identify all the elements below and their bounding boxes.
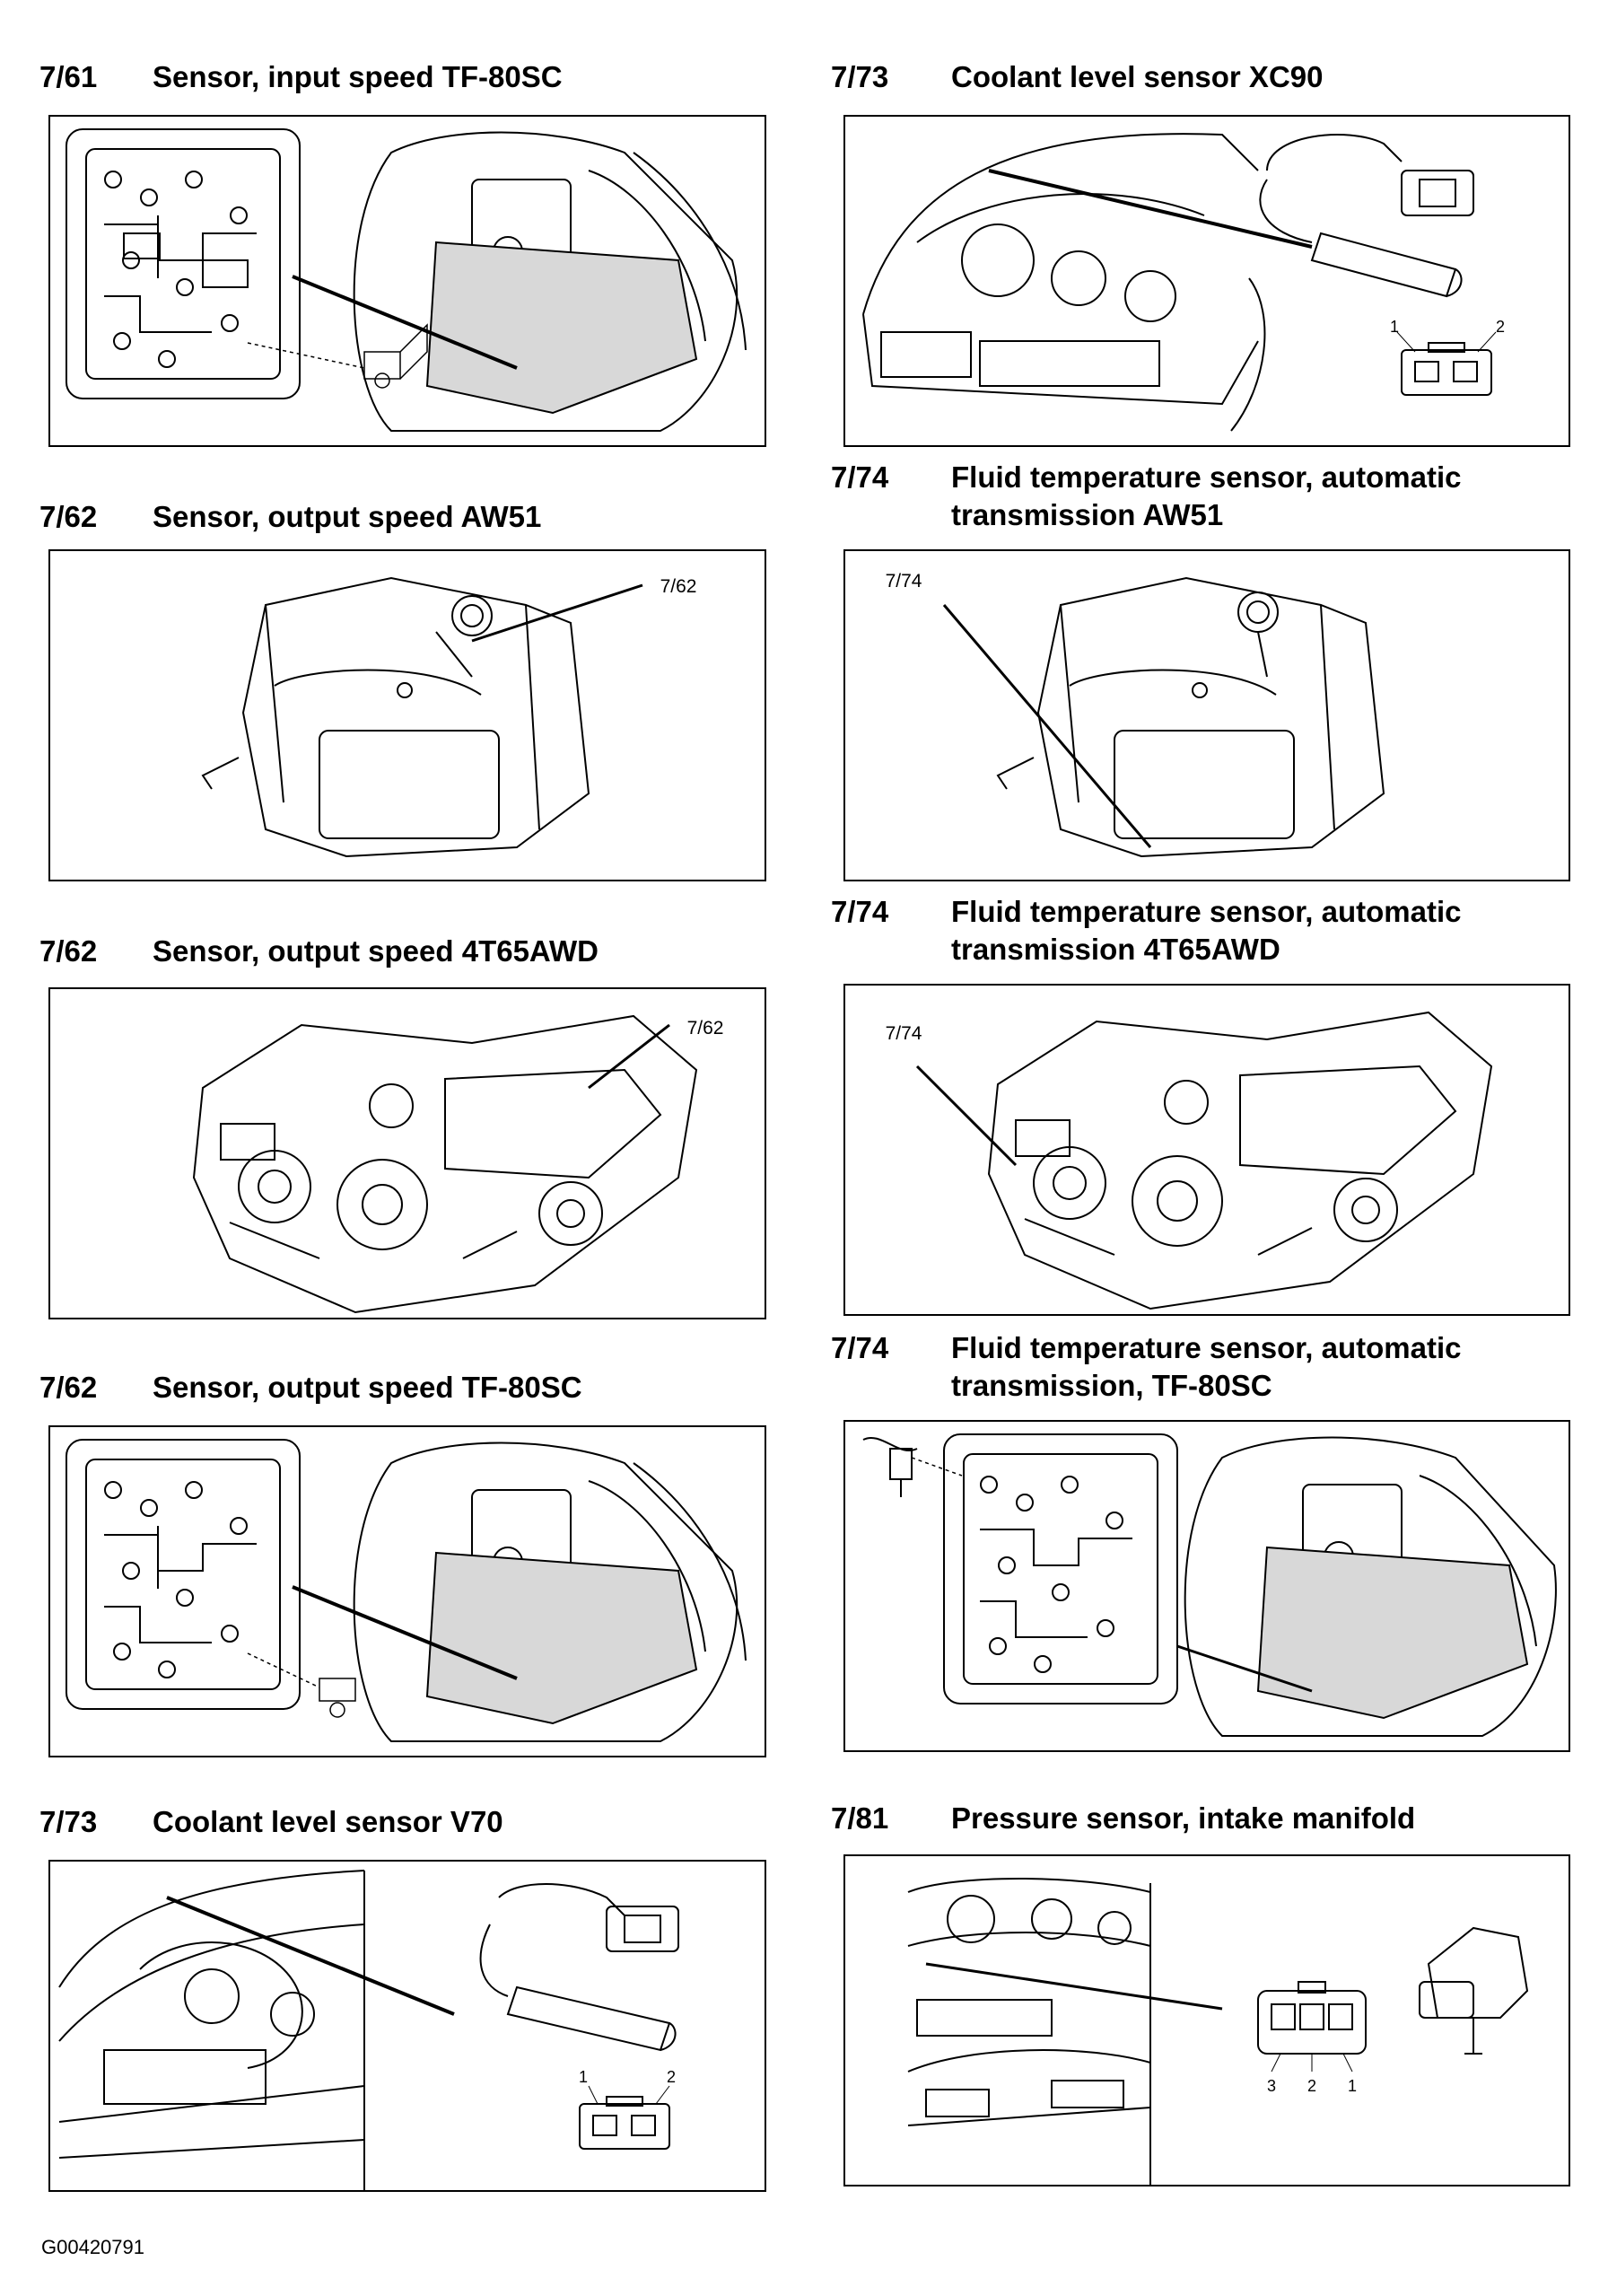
section-number: 7/61: [39, 60, 98, 93]
figure-4t65awd-output-speed: 7/62: [48, 987, 766, 1319]
section-title-line-2: transmission, TF-80SC: [951, 1369, 1272, 1402]
section-number: 7/74: [831, 895, 889, 928]
figure-aw51-output-speed: 7/62: [48, 549, 766, 881]
engine-bay-illustration: 1 2: [58, 1870, 679, 2190]
transmission-illustration: 7/62: [192, 1014, 724, 1314]
figure-v70-coolant-level: 1 2: [48, 1860, 766, 2192]
section-number: 7/74: [831, 460, 889, 494]
transmission-illustration: 7/62: [201, 576, 697, 858]
figure-tf80sc-fluid-temp: [843, 1420, 1570, 1752]
figure-code: G00420791: [41, 2236, 144, 2258]
connector-pin-label: 2: [1496, 318, 1505, 336]
engine-bay-illustration: 1 2: [862, 133, 1505, 432]
section-title-line-2: transmission 4T65AWD: [951, 933, 1280, 966]
section-number: 7/62: [39, 500, 98, 533]
section-title: Coolant level sensor XC90: [951, 60, 1324, 93]
connector-pin-label: 2: [1307, 2077, 1316, 2095]
section-number: 7/74: [831, 1331, 889, 1364]
connector-pin-label: 1: [579, 2068, 588, 2086]
section-title-line-2: transmission AW51: [951, 498, 1224, 531]
transmission-illustration: 7/74: [886, 1011, 1493, 1310]
transmission-illustration: 7/74: [886, 571, 1385, 858]
connector-pin-label: 1: [1348, 2077, 1357, 2095]
section-title: Sensor, output speed AW51: [153, 500, 542, 533]
section-title: Sensor, input speed TF-80SC: [153, 60, 563, 93]
transmission-illustration: [862, 1433, 1557, 1737]
section-number: 7/81: [831, 1801, 889, 1835]
engine-bay-illustration: 3 2 1: [907, 1878, 1529, 2185]
section-title: Coolant level sensor V70: [153, 1805, 503, 1838]
callout-label: 7/62: [687, 1018, 724, 1038]
transmission-illustration: [66, 128, 747, 432]
figure-xc90-coolant-level: 1 2: [843, 115, 1570, 447]
section-number: 7/62: [39, 934, 98, 968]
connector-pin-label: 3: [1267, 2077, 1276, 2095]
figure-tf80sc-output-speed: [48, 1425, 766, 1757]
callout-label: 7/62: [660, 576, 697, 597]
section-title: Fluid temperature sensor, automatic: [951, 460, 1462, 494]
figure-transmission-valve-body: [48, 115, 766, 447]
section-number: 7/62: [39, 1371, 98, 1404]
section-title: Sensor, output speed 4T65AWD: [153, 934, 599, 968]
figure-aw51-fluid-temp: 7/74: [843, 549, 1570, 881]
section-number: 7/73: [39, 1805, 98, 1838]
section-title: Fluid temperature sensor, automatic: [951, 895, 1462, 928]
connector-pin-label: 2: [667, 2068, 676, 2086]
callout-label: 7/74: [886, 571, 922, 592]
transmission-illustration: [66, 1439, 747, 1742]
section-title: Fluid temperature sensor, automatic: [951, 1331, 1462, 1364]
figure-4t65awd-fluid-temp: 7/74: [843, 984, 1570, 1316]
section-title: Pressure sensor, intake manifold: [951, 1801, 1416, 1835]
callout-label: 7/74: [886, 1023, 922, 1044]
figure-intake-manifold-pressure: 3 2 1: [843, 1854, 1570, 2186]
section-title: Sensor, output speed TF-80SC: [153, 1371, 582, 1404]
section-number: 7/73: [831, 60, 889, 93]
connector-pin-label: 1: [1390, 318, 1399, 336]
